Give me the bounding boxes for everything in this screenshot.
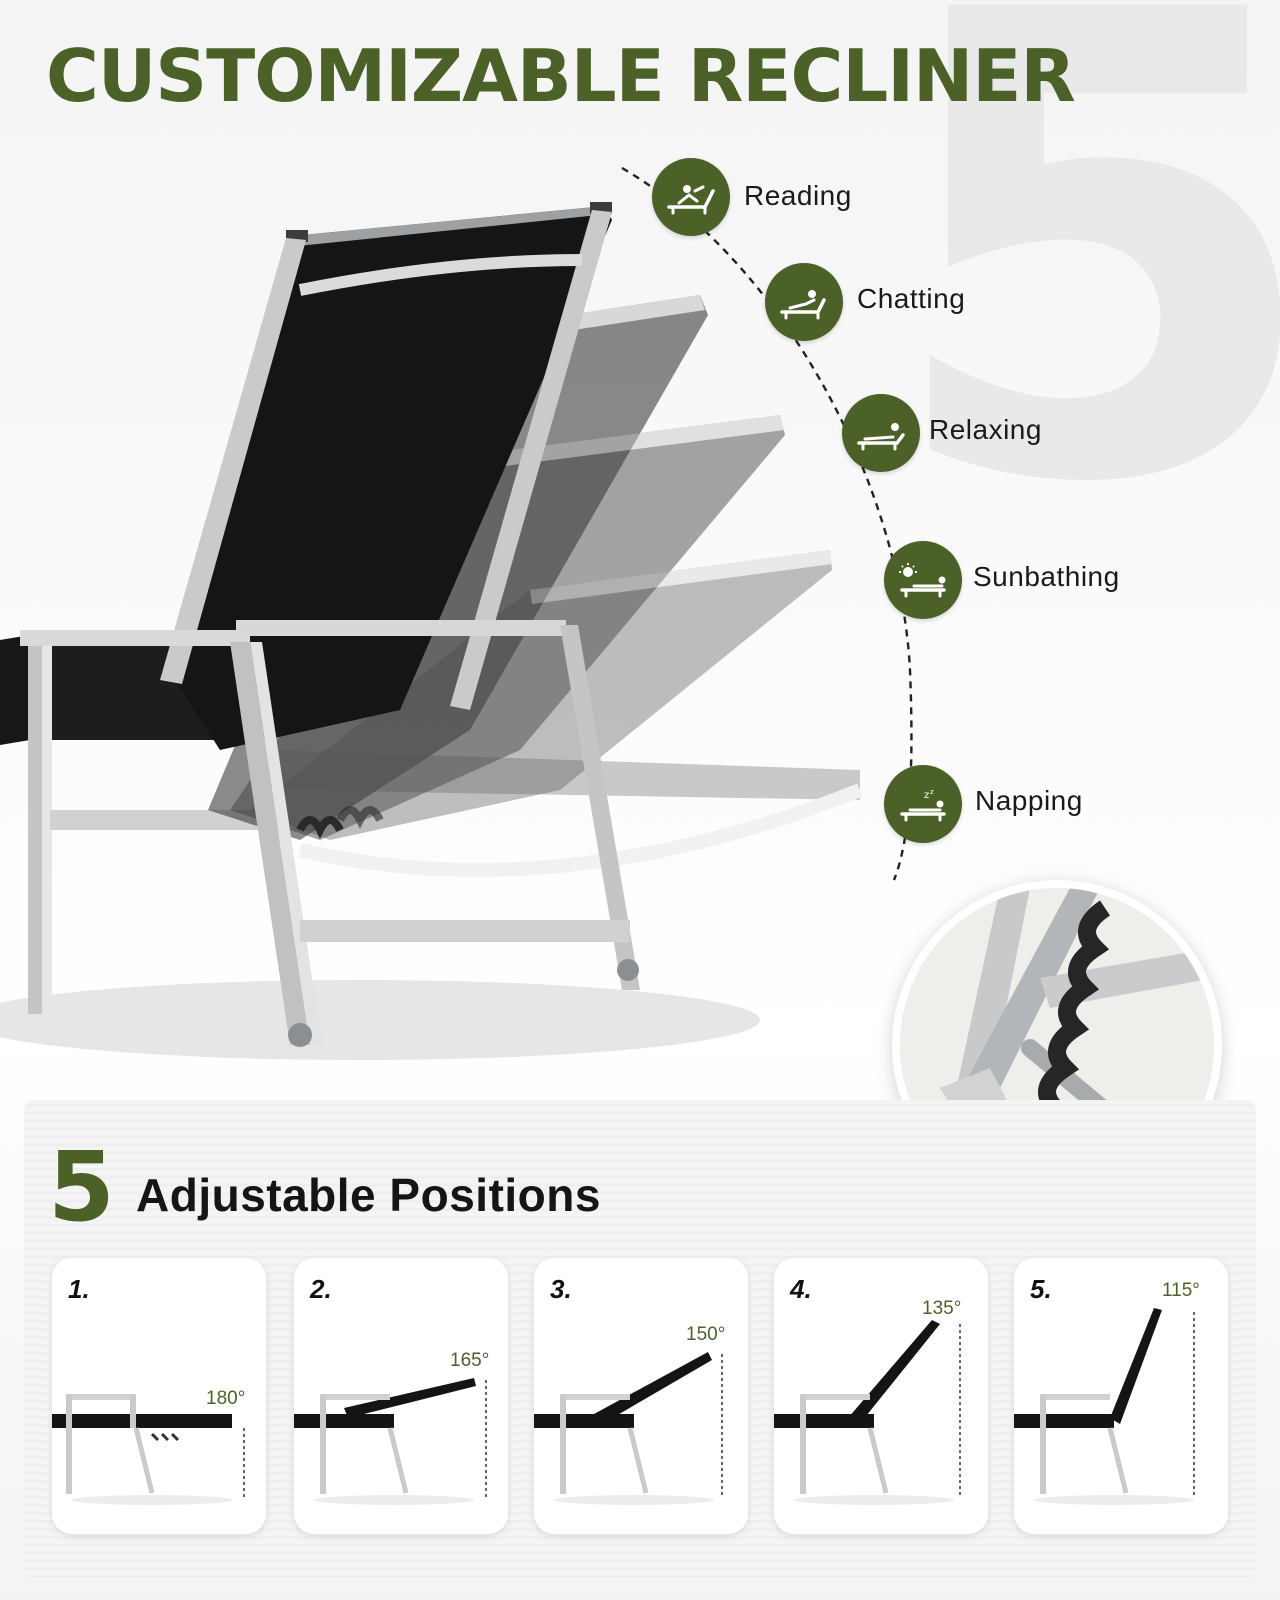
card-number: 4. <box>790 1274 812 1304</box>
chair-diagram-135 <box>774 1320 961 1505</box>
reading-icon <box>652 158 730 236</box>
napping-icon: z z <box>884 765 962 843</box>
svg-text:z: z <box>930 788 934 796</box>
position-arc <box>621 166 913 881</box>
position-card-2: 2. 165° <box>294 1258 508 1534</box>
chair-diagram-180 <box>52 1394 245 1505</box>
chair-diagram-150 <box>534 1352 723 1505</box>
adjustable-positions-title: Adjustable Positions <box>136 1169 601 1221</box>
position-label-napping: Napping <box>975 785 1083 816</box>
sunbathing-icon <box>884 541 962 619</box>
card-angle: 165° <box>450 1350 490 1371</box>
relaxing-icon <box>842 394 920 472</box>
position-card-5: 5. 115° <box>1014 1258 1228 1534</box>
position-label-chatting: Chatting <box>857 283 966 314</box>
position-card-4: 4. 135° <box>774 1258 988 1534</box>
chair-diagram-115 <box>1014 1308 1195 1505</box>
card-number: 2. <box>310 1274 332 1304</box>
card-angle: 115° <box>1162 1280 1200 1301</box>
svg-text:z: z <box>924 790 929 801</box>
card-angle: 150° <box>686 1324 726 1345</box>
card-number: 5. <box>1030 1274 1052 1304</box>
background-digit: 5 <box>880 0 1280 570</box>
card-angle: 135° <box>922 1298 962 1319</box>
position-label-relaxing: Relaxing <box>929 414 1042 445</box>
position-label-reading: Reading <box>744 180 852 211</box>
chair-diagram-165 <box>294 1378 487 1505</box>
card-number: 1. <box>68 1274 90 1304</box>
chatting-icon <box>765 263 843 341</box>
page-title: CUSTOMIZABLE RECLINER <box>46 34 1076 118</box>
position-card-1: 1. 180° <box>52 1258 266 1534</box>
recliner-illustration <box>0 202 863 1060</box>
positions-count: 5 <box>48 1131 115 1243</box>
card-angle: 180° <box>206 1388 246 1409</box>
card-number: 3. <box>550 1274 572 1304</box>
position-card-3: 3. 150° <box>534 1258 748 1534</box>
position-label-sunbathing: Sunbathing <box>973 561 1120 592</box>
